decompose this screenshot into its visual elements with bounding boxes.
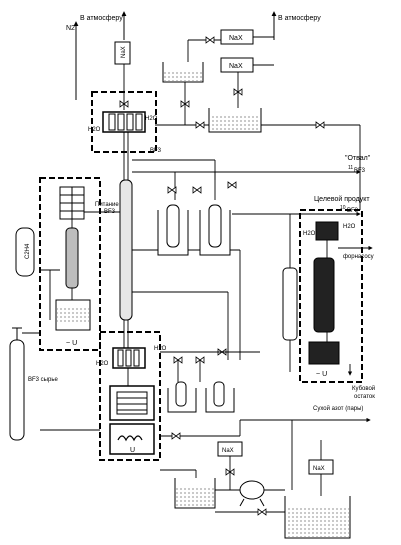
cold-trap-upper-left: [157, 204, 189, 256]
dry-nitrogen-label: Сухой азот (пары): [313, 405, 363, 412]
valve-icon[interactable]: [192, 186, 202, 194]
target-sup: 10: [340, 205, 346, 211]
bottom-tank-right: [284, 496, 351, 539]
nax-adsorber-top-right: NaX: [220, 57, 254, 73]
right-condenser: [315, 221, 339, 241]
top-outlets: [73, 11, 277, 100]
svg-text:NaX: NaX: [229, 35, 243, 42]
bottom-residue-label-1: Кубовой: [352, 385, 375, 392]
mid-storage-tank: [208, 108, 262, 133]
top-storage-tank: [162, 62, 204, 83]
feed-column: [65, 227, 79, 289]
otval-sup: 11: [348, 165, 353, 171]
c2h4-cylinder-icon: C2H4: [15, 227, 35, 277]
h2o-label-right-1: H2O: [303, 231, 316, 237]
purification-unit-group: [299, 209, 363, 383]
otval-line: [174, 172, 216, 200]
valve-icon[interactable]: [257, 508, 267, 516]
lower-trap-piping: [160, 351, 260, 382]
cold-trap-lower-right: [205, 381, 235, 413]
valve-icon[interactable]: [195, 121, 205, 129]
right-dark-column: [313, 257, 335, 333]
pump-icon: [239, 480, 265, 507]
otval-label: "Отвал": [345, 155, 371, 162]
n2-label: N2: [66, 25, 75, 32]
svg-text:U: U: [130, 447, 135, 454]
dry-nitrogen-line: [239, 417, 371, 490]
reboiler-group: [99, 331, 161, 461]
coil-icon: U: [109, 423, 155, 455]
feed-boiler: [55, 299, 91, 331]
atmosphere-right-label: В атмосферу: [278, 15, 321, 22]
h2o-label-top-right: H2O: [145, 116, 158, 122]
distillation-column: [119, 179, 133, 321]
bottom-condenser: [112, 347, 146, 369]
cold-trap-upper-right: [199, 204, 231, 256]
bottom-tank-left: [174, 478, 216, 509]
feed-label: Питание: [95, 202, 119, 208]
feed-u-label: ~U: [66, 340, 77, 347]
h2o-label-bottom-right: H2O: [154, 346, 167, 352]
bf3-raw-cylinder-icon: [9, 327, 40, 441]
bottom-residue-label-2: остаток: [354, 394, 375, 400]
nax-adsorber-top-left: NaX: [114, 41, 131, 65]
svg-text:NaX: NaX: [222, 448, 234, 454]
forpump-label: форнасосу: [343, 254, 374, 260]
svg-text:NaX: NaX: [229, 63, 243, 70]
feed-unit-group: [39, 177, 101, 351]
valve-icon[interactable]: [167, 186, 177, 194]
valve-icon[interactable]: [171, 432, 181, 440]
h2o-label-bottom-left: H2O: [96, 361, 109, 367]
target-bf3: BF3: [347, 208, 359, 214]
valve-icon[interactable]: [315, 121, 325, 129]
bf3-raw-label: BF3 сырье: [28, 377, 58, 383]
valve-icon[interactable]: [227, 181, 237, 189]
top-condenser: [102, 111, 146, 133]
nax-adsorber-top-mid: NaX: [220, 29, 254, 45]
atmosphere-left-label: В атмосферу: [80, 15, 123, 22]
right-piping: [232, 211, 373, 376]
reboiler-heater: [109, 385, 155, 421]
feed-condenser: [59, 186, 85, 220]
target-product-label: Целевой продукт: [314, 195, 370, 203]
svg-text:NaX: NaX: [313, 466, 325, 472]
nax-adsorber-bottom-right: NaX: [308, 459, 334, 475]
bf3-label-top: BF3: [150, 148, 162, 154]
h2o-label-top-left: H2O: [88, 127, 101, 133]
svg-text:NaX: NaX: [121, 46, 127, 58]
right-u-label: ~U: [316, 371, 327, 378]
h2o-label-right-2: H2O: [343, 224, 356, 230]
bottom-piping: [160, 440, 322, 513]
right-column: [282, 267, 298, 341]
svg-text:C2H4: C2H4: [25, 243, 31, 259]
nax-adsorber-bottom-left: NaX: [217, 441, 243, 457]
otval-bf3: BF3: [354, 168, 366, 174]
right-boiler: [308, 341, 340, 365]
valve-icon[interactable]: [205, 36, 215, 44]
cold-trap-lower-left: [167, 381, 197, 413]
feed-piping: [40, 211, 120, 320]
column-piping: [123, 132, 361, 360]
